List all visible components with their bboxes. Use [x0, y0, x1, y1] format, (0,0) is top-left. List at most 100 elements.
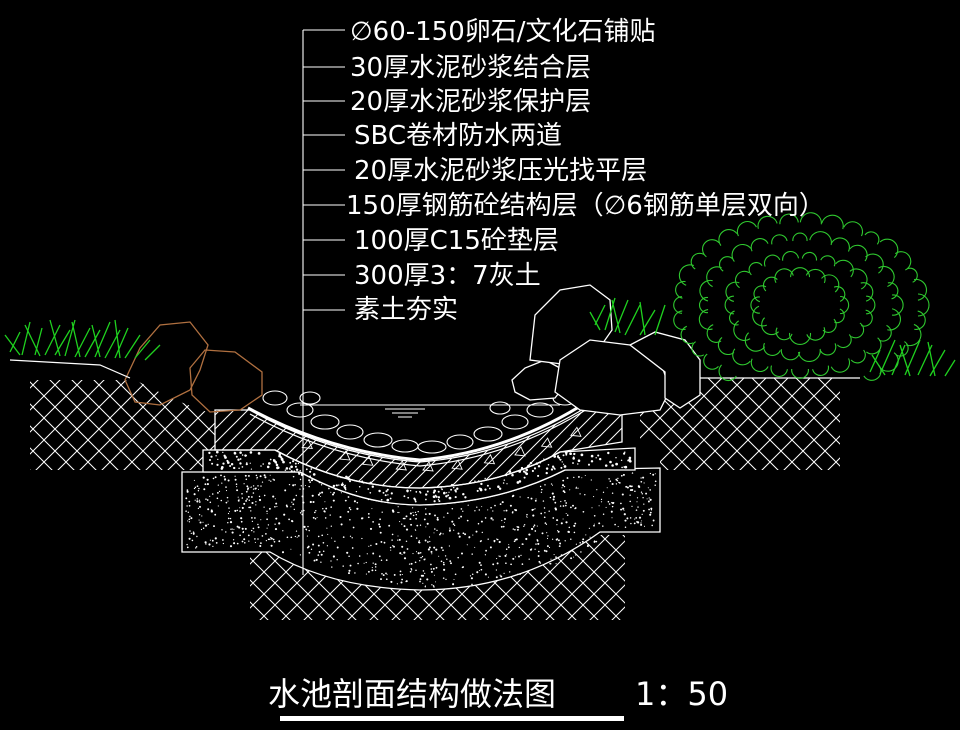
- aggregate-dot: [514, 556, 516, 558]
- aggregate-dot: [602, 491, 605, 493]
- aggregate-dot: [378, 525, 381, 528]
- aggregate-dot: [629, 489, 632, 492]
- aggregate-dot: [436, 529, 438, 532]
- aggregate-dot: [551, 538, 554, 540]
- aggregate-dot: [241, 527, 244, 530]
- aggregate-dot: [593, 514, 596, 517]
- aggregate-dot: [275, 502, 278, 505]
- aggregate-dot: [388, 485, 391, 488]
- aggregate-dot: [290, 536, 293, 539]
- aggregate-dot: [493, 539, 496, 542]
- shrub-leaf: [792, 232, 808, 242]
- aggregate-dot: [299, 554, 301, 556]
- aggregate-dot: [387, 494, 389, 496]
- aggregate-dot: [308, 529, 310, 532]
- aggregate-dot: [446, 558, 448, 560]
- aggregate-dot: [310, 548, 313, 550]
- aggregate-dot: [487, 538, 489, 540]
- aggregate-dot: [495, 576, 498, 579]
- aggregate-dot: [562, 454, 565, 457]
- aggregate-dot: [409, 570, 412, 573]
- aggregate-dot: [186, 546, 189, 549]
- aggregate-dot: [654, 484, 656, 487]
- aggregate-dot: [508, 571, 511, 573]
- aggregate-dot: [332, 499, 335, 502]
- aggregate-dot: [418, 541, 421, 544]
- aggregate-dot: [438, 555, 440, 557]
- aggregate-dot: [236, 489, 239, 492]
- aggregate-dot: [539, 562, 542, 564]
- aggregate-dot: [496, 562, 499, 565]
- aggregate-dot: [290, 465, 293, 469]
- aggregate-dot: [410, 569, 413, 571]
- aggregate-dot: [199, 521, 202, 524]
- aggregate-dot: [231, 528, 233, 530]
- aggregate-dot: [627, 459, 630, 462]
- aggregate-dot: [561, 484, 565, 487]
- aggregate-dot: [428, 536, 431, 538]
- aggregate-dot: [637, 521, 640, 524]
- aggregate-dot: [417, 510, 419, 513]
- aggregate-dot: [396, 583, 398, 585]
- aggregate-dot: [208, 458, 212, 462]
- aggregate-dot: [399, 570, 402, 573]
- boulder-left: [124, 321, 263, 413]
- aggregate-dot: [297, 471, 300, 474]
- aggregate-dot: [645, 492, 648, 495]
- aggregate-dot: [190, 517, 193, 520]
- aggregate-dot: [425, 513, 427, 515]
- aggregate-dot: [282, 460, 285, 464]
- aggregate-dot: [314, 517, 317, 520]
- aggregate-dot: [526, 465, 530, 468]
- aggregate-dot: [366, 553, 368, 555]
- aggregate-dot: [564, 540, 566, 542]
- aggregate-dot: [221, 529, 223, 531]
- aggregate-dot: [530, 497, 533, 500]
- aggregate-dot: [562, 518, 564, 520]
- aggregate-dot: [205, 498, 207, 500]
- aggregate-dot: [543, 549, 546, 552]
- water-level-mark: [300, 404, 560, 418]
- aggregate-dot: [568, 526, 571, 529]
- aggregate-dot: [401, 578, 403, 581]
- aggregate-dot: [416, 524, 419, 527]
- aggregate-dot: [273, 479, 276, 481]
- aggregate-dot: [322, 507, 324, 510]
- aggregate-dot: [330, 506, 333, 508]
- shrub-leaf: [699, 279, 713, 302]
- shrub-leaf: [905, 323, 922, 347]
- aggregate-dot: [625, 485, 628, 488]
- aggregate-dot: [470, 577, 473, 580]
- aggregate-dot: [361, 480, 364, 483]
- aggregate-dot: [275, 517, 278, 520]
- aggregate-dot: [234, 478, 237, 481]
- aggregate-dot: [369, 491, 372, 494]
- aggregate-dot: [207, 523, 209, 526]
- aggregate-dot: [284, 469, 287, 471]
- aggregate-dot: [544, 484, 546, 486]
- shrub-leaf: [752, 305, 768, 327]
- aggregate-dot: [440, 487, 442, 489]
- aggregate-dot: [479, 540, 482, 543]
- aggregate-dot: [428, 546, 431, 549]
- aggregate-dot: [273, 540, 276, 543]
- aggregate-dot: [562, 463, 565, 465]
- aggregate-dot: [462, 532, 465, 535]
- aggregate-dot: [260, 542, 262, 544]
- aggregate-dot: [546, 532, 548, 534]
- aggregate-dot: [232, 539, 235, 541]
- aggregate-dot: [236, 509, 239, 512]
- aggregate-dot: [393, 573, 396, 576]
- aggregate-dot: [409, 512, 412, 515]
- aggregate-dot: [367, 513, 370, 515]
- aggregate-dot: [460, 508, 463, 510]
- aggregate-dot: [573, 556, 575, 558]
- aggregate-dot: [524, 471, 527, 474]
- aggregate-dot: [572, 504, 574, 507]
- aggregate-dot: [380, 540, 383, 543]
- shrub-leaf: [678, 264, 695, 286]
- aggregate-dot: [546, 545, 549, 548]
- aggregate-dot: [535, 462, 539, 465]
- aggregate-dot: [551, 492, 554, 495]
- aggregate-dot: [419, 524, 422, 526]
